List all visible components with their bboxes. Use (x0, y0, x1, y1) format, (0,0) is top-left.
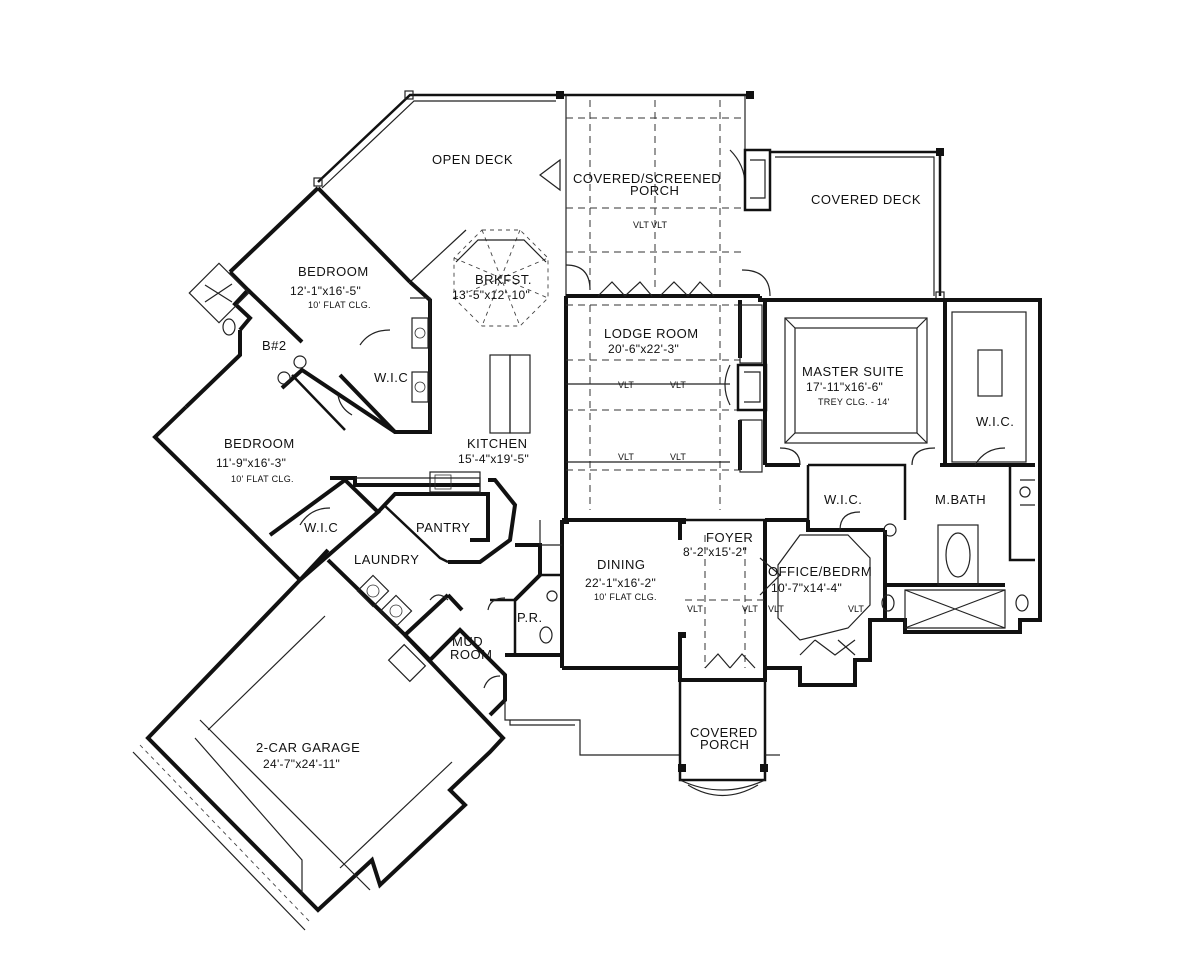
label-wic-3: W.I.C. (824, 492, 862, 507)
interior-partitions (188, 229, 1035, 689)
label-lodge-vlt-3: VLT (618, 452, 634, 462)
label-master-suite-ceiling: TREY CLG. - 14' (818, 397, 890, 407)
label-bedroom-2-dims: 11'-9"x16'-3" (216, 456, 286, 470)
label-lodge-room-dims: 20'-6"x22'-3" (608, 342, 679, 356)
label-office: OFFICE/BEDRM (768, 564, 872, 579)
label-wic-1: W.I.C (374, 370, 408, 385)
room-labels: OPEN DECK COVERED/SCREENED PORCH VLT VLT… (216, 152, 1014, 771)
label-mud-room-2: ROOM (450, 647, 492, 662)
label-kitchen-dims: 15'-4"x19'-5" (458, 452, 529, 466)
label-foyer: FOYER (706, 530, 753, 545)
label-bedroom-1: BEDROOM (298, 264, 369, 279)
label-master-suite-dims: 17'-11"x16'-6" (806, 380, 883, 394)
label-lodge-vlt-1: VLT (618, 380, 634, 390)
label-bedroom-1-dims: 12'-1"x16'-5" (290, 284, 361, 298)
label-master-suite: MASTER SUITE (802, 364, 904, 379)
label-master-wic: W.I.C. (976, 414, 1014, 429)
label-powder: P.R. (517, 610, 543, 625)
label-office-vlt-2: VLT (848, 604, 864, 614)
label-m-bath: M.BATH (935, 492, 986, 507)
covered-deck (770, 148, 945, 301)
label-bath-2: B#2 (262, 338, 287, 353)
label-covered-deck: COVERED DECK (811, 192, 921, 207)
label-garage-dims: 24'-7"x24'-11" (263, 757, 340, 771)
label-office-vlt-1: VLT (768, 604, 784, 614)
label-kitchen: KITCHEN (467, 436, 528, 451)
label-open-deck: OPEN DECK (432, 152, 513, 167)
label-brkfst-dims: 13'-5"x12'-10" (452, 288, 530, 302)
label-laundry: LAUNDRY (354, 552, 419, 567)
label-lodge-vlt-2: VLT (670, 380, 686, 390)
label-bedroom-2: BEDROOM (224, 436, 295, 451)
exterior-walls (152, 186, 1042, 717)
covered-screened-porch (556, 91, 772, 298)
label-dining-dims: 22'-1"x16'-2" (585, 576, 656, 590)
label-mud-room: MUD (452, 634, 483, 649)
label-dining-ceiling: 10' FLAT CLG. (594, 592, 657, 602)
label-covered-porch-2: PORCH (700, 737, 749, 752)
label-covered-porch: COVERED (690, 725, 758, 740)
label-office-dims: 10'-7"x14'-4" (771, 581, 842, 595)
label-porch-vlt: VLT VLT (633, 220, 668, 230)
label-garage: 2-CAR GARAGE (256, 740, 360, 755)
label-bedroom-2-ceiling: 10' FLAT CLG. (231, 474, 294, 484)
label-dining: DINING (597, 557, 646, 572)
label-bedroom-1-ceiling: 10' FLAT CLG. (308, 300, 371, 310)
label-covered-screened-porch: COVERED/SCREENED (573, 171, 721, 186)
label-covered-screened-porch-2: PORCH (630, 183, 679, 198)
label-brkfst: BRKFST. (475, 272, 532, 287)
label-foyer-dims: 8'-2"x15'-2" (683, 545, 747, 559)
open-deck (313, 90, 562, 283)
label-lodge-vlt-4: VLT (670, 452, 686, 462)
covered-porch-structure (504, 680, 780, 796)
label-foyer-vlt-1: VLT (687, 604, 703, 614)
label-wic-2: W.I.C (304, 520, 338, 535)
label-foyer-vlt-2: VLT (742, 604, 758, 614)
garage (132, 578, 506, 931)
label-pantry: PANTRY (416, 520, 471, 535)
label-lodge-room: LODGE ROOM (604, 326, 699, 341)
